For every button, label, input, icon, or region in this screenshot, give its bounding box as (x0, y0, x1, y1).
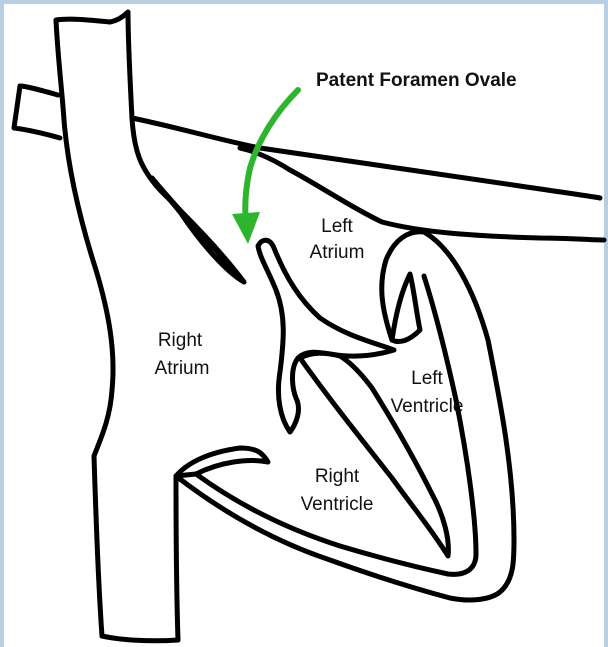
right-atrium-label-line1: Right (158, 330, 203, 351)
left-vessel-stub (14, 86, 60, 138)
great-vessel-upper-wall (132, 118, 600, 198)
right-ventricle-label-line1: Right (315, 466, 360, 487)
tricuspid-leaflet (176, 448, 268, 476)
mitral-leaflet (392, 274, 420, 342)
septum-primum-flap (152, 178, 244, 282)
pfo-arrow-head (232, 212, 260, 244)
vena-cava-outline (56, 12, 244, 640)
left-atrium-label-line2: Atrium (310, 242, 365, 263)
left-atrium-label-line1: Left (321, 216, 353, 237)
right-atrium-label-line2: Atrium (155, 358, 210, 379)
great-vessel-lower-wall (240, 148, 604, 240)
right-ventricle-label-line2: Ventricle (301, 494, 374, 515)
top-frame-edge (0, 0, 608, 4)
pfo-label: Patent Foramen Ovale (316, 70, 517, 91)
left-ventricle-label-line2: Ventricle (391, 396, 464, 417)
left-ventricle-label-line1: Left (411, 368, 443, 389)
right-ventricle-outer-wall (102, 636, 178, 641)
left-frame-edge (0, 0, 4, 647)
right-frame-edge (604, 0, 608, 647)
